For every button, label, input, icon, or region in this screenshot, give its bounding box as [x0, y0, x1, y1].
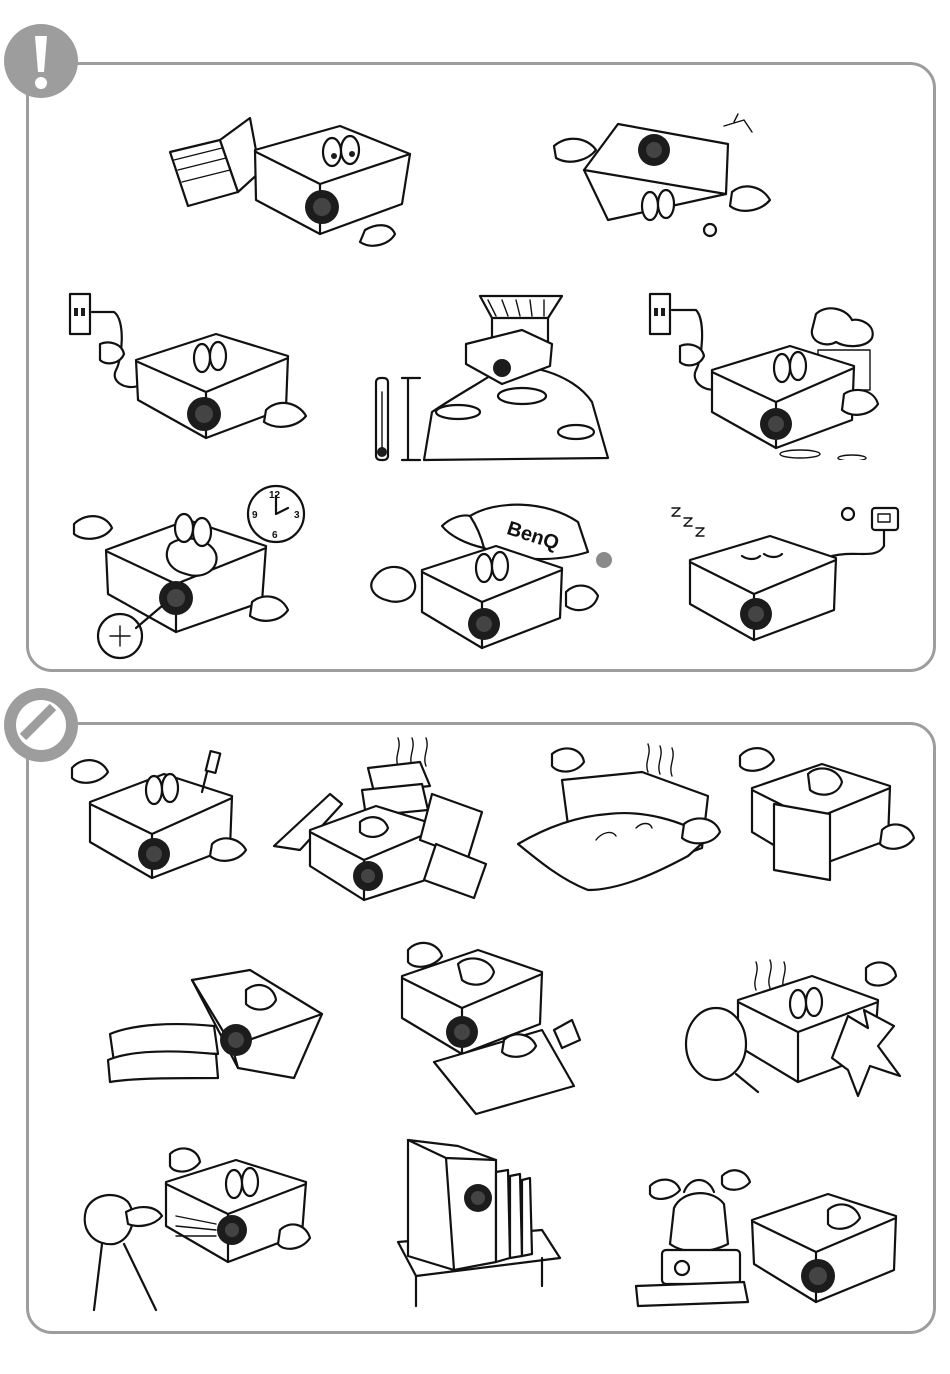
- humidity-steam-illustration: [640, 290, 900, 460]
- power-outlet-illustration: [66, 290, 326, 450]
- no-unstable-surface-illustration: [104, 966, 330, 1084]
- no-heat-impact-illustration: [682, 956, 904, 1102]
- no-liquid-spill-illustration: [396, 936, 586, 1116]
- no-looking-into-lens-illustration: [66, 1146, 316, 1312]
- clock-number-3: 3: [294, 510, 300, 521]
- no-vertical-placement-illustration: [392, 1134, 568, 1310]
- branded-service-illustration: BenQ: [366, 496, 616, 654]
- exclamation-icon: [2, 22, 80, 100]
- read-manual-illustration: [160, 112, 420, 262]
- no-blocking-lens-illustration: [734, 740, 920, 890]
- clock-number-9: 9: [252, 510, 258, 521]
- altitude-temperature-illustration: [372, 292, 618, 467]
- no-heat-source-illustration: [632, 1164, 902, 1314]
- clock-number-12: 12: [269, 490, 281, 501]
- no-disassembly-illustration: [66, 746, 256, 886]
- standby-power-adapter-illustration: [666, 500, 906, 650]
- no-blocking-vents-books-illustration: [270, 734, 500, 902]
- lamp-timer-illustration: 12 3 6 9: [66, 480, 312, 665]
- carry-projector-illustration: [548, 110, 778, 250]
- no-covering-cloth-illustration: [512, 740, 730, 896]
- clock-number-6: 6: [272, 530, 278, 541]
